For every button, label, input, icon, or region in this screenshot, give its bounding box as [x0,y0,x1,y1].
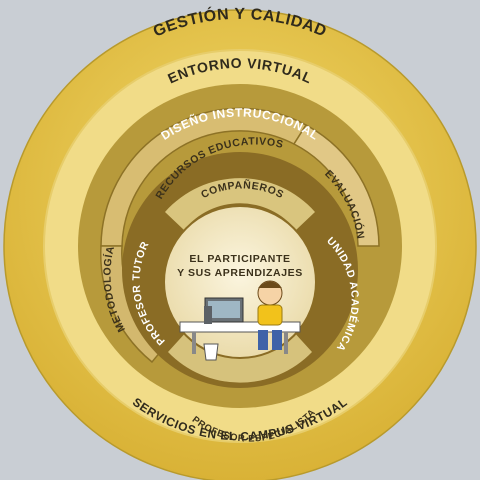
center-circle [163,205,317,359]
waste-bin-icon [203,343,219,361]
segment-resources [100,107,308,247]
computer-monitor-icon [204,297,244,324]
segment-peers [165,178,315,230]
desk-leg [284,332,288,354]
center-label-line2: Y SUS APRENDIZAJES [177,267,303,279]
center-label-line1: EL PARTICIPANTE [189,253,290,265]
desk-leg [192,332,196,354]
participant-illustration [179,280,301,361]
student-at-desk-icon [257,280,283,350]
segment-evaluation [292,124,380,247]
